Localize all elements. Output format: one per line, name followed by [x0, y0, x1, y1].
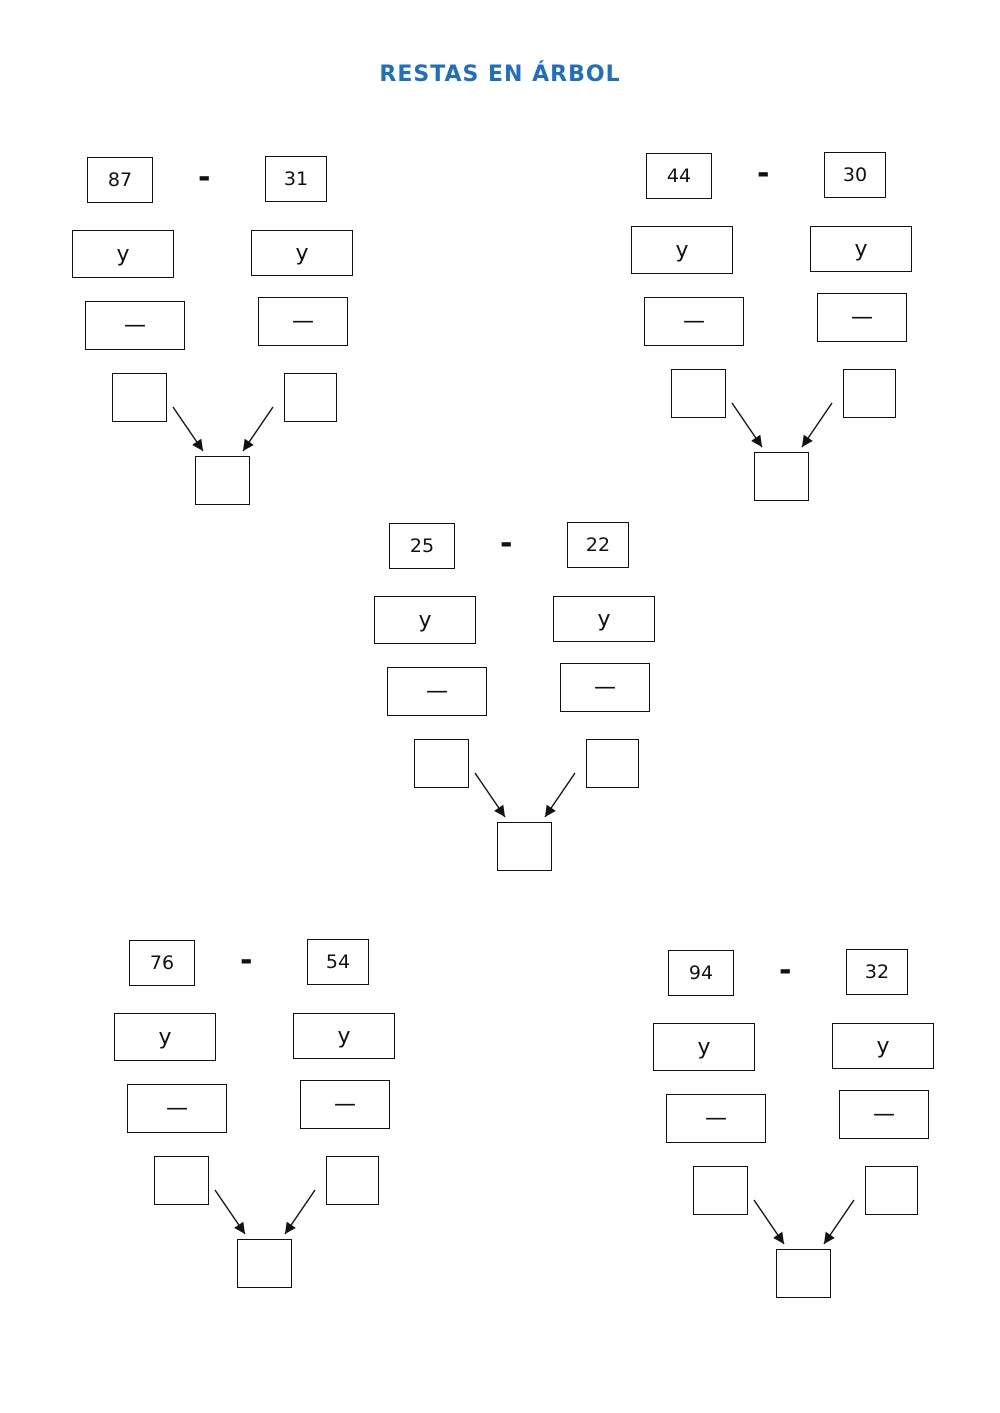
subtrahend-box-text: 22 — [585, 534, 611, 556]
dash-box-right-text: — — [334, 1092, 356, 1117]
subtrahend-box: 32 — [846, 949, 908, 995]
y-box-left-text: y — [116, 241, 130, 267]
final-answer-box[interactable] — [497, 822, 552, 871]
y-box-right-text: y — [337, 1023, 351, 1049]
subtrahend-box-text: 31 — [283, 168, 309, 190]
arrow-right-icon — [284, 1189, 316, 1235]
partial-answer-right[interactable] — [586, 739, 639, 788]
minuend-box: 94 — [668, 950, 734, 996]
partial-answer-left[interactable] — [112, 373, 167, 422]
y-box-left: y — [114, 1013, 216, 1061]
subtrahend-box: 30 — [824, 152, 886, 198]
arrow-right-icon — [242, 406, 274, 452]
y-box-right-text: y — [876, 1033, 890, 1059]
y-box-right: y — [832, 1023, 934, 1069]
y-box-left: y — [653, 1023, 755, 1071]
partial-answer-left[interactable] — [671, 369, 726, 418]
y-box-left-text: y — [158, 1024, 172, 1050]
y-box-right: y — [810, 226, 912, 272]
y-box-left-text: y — [418, 607, 432, 633]
partial-answer-right[interactable] — [326, 1156, 379, 1205]
subtrahend-box-text: 30 — [842, 164, 868, 186]
dash-box-right: — — [560, 663, 650, 712]
partial-answer-left[interactable] — [693, 1166, 748, 1215]
y-box-left-text: y — [697, 1034, 711, 1060]
y-box-right-text: y — [854, 236, 868, 262]
dash-box-left: — — [85, 301, 185, 350]
arrow-left-icon — [214, 1189, 246, 1235]
y-box-right: y — [553, 596, 655, 642]
minuend-box-text: 87 — [107, 169, 133, 191]
minuend-box: 25 — [389, 523, 455, 569]
final-answer-box[interactable] — [237, 1239, 292, 1288]
dash-box-right: — — [817, 293, 907, 342]
minus-operator: - — [500, 526, 513, 561]
minuend-box-text: 44 — [666, 165, 692, 187]
dash-box-left-text: — — [124, 313, 146, 338]
arrow-right-icon — [544, 772, 576, 818]
y-box-right-text: y — [597, 606, 611, 632]
dash-box-right: — — [839, 1090, 929, 1139]
arrow-left-icon — [172, 406, 204, 452]
dash-box-right-text: — — [851, 305, 873, 330]
subtrahend-box: 54 — [307, 939, 369, 985]
y-box-left: y — [631, 226, 733, 274]
subtrahend-box: 31 — [265, 156, 327, 202]
partial-answer-right[interactable] — [284, 373, 337, 422]
dash-box-left-text: — — [426, 679, 448, 704]
y-box-left-text: y — [675, 237, 689, 263]
arrow-right-icon — [823, 1199, 855, 1245]
minus-operator: - — [198, 160, 211, 195]
minuend-box: 76 — [129, 940, 195, 986]
minuend-box-text: 94 — [688, 962, 714, 984]
partial-answer-right[interactable] — [865, 1166, 918, 1215]
dash-box-right: — — [300, 1080, 390, 1129]
minus-operator: - — [779, 953, 792, 988]
dash-box-right-text: — — [292, 309, 314, 334]
dash-box-left-text: — — [683, 309, 705, 334]
dash-box-left: — — [644, 297, 744, 346]
subtrahend-box: 22 — [567, 522, 629, 568]
minus-operator: - — [240, 943, 253, 978]
partial-answer-left[interactable] — [154, 1156, 209, 1205]
minuend-box-text: 76 — [149, 952, 175, 974]
y-box-right-text: y — [295, 240, 309, 266]
worksheet-title: RESTAS EN ÁRBOL — [379, 62, 621, 87]
dash-box-left: — — [387, 667, 487, 716]
y-box-right: y — [293, 1013, 395, 1059]
final-answer-box[interactable] — [776, 1249, 831, 1298]
dash-box-left-text: — — [705, 1106, 727, 1131]
dash-box-left-text: — — [166, 1096, 188, 1121]
arrow-right-icon — [801, 402, 833, 448]
final-answer-box[interactable] — [195, 456, 250, 505]
dash-box-right-text: — — [594, 675, 616, 700]
dash-box-left: — — [127, 1084, 227, 1133]
minuend-box: 87 — [87, 157, 153, 203]
minuend-box: 44 — [646, 153, 712, 199]
dash-box-right-text: — — [873, 1102, 895, 1127]
y-box-left: y — [374, 596, 476, 644]
arrow-left-icon — [731, 402, 763, 448]
subtrahend-box-text: 32 — [864, 961, 890, 983]
minuend-box-text: 25 — [409, 535, 435, 557]
subtrahend-box-text: 54 — [325, 951, 351, 973]
final-answer-box[interactable] — [754, 452, 809, 501]
partial-answer-left[interactable] — [414, 739, 469, 788]
y-box-right: y — [251, 230, 353, 276]
partial-answer-right[interactable] — [843, 369, 896, 418]
arrow-left-icon — [753, 1199, 785, 1245]
minus-operator: - — [757, 156, 770, 191]
arrow-left-icon — [474, 772, 506, 818]
dash-box-right: — — [258, 297, 348, 346]
y-box-left: y — [72, 230, 174, 278]
dash-box-left: — — [666, 1094, 766, 1143]
